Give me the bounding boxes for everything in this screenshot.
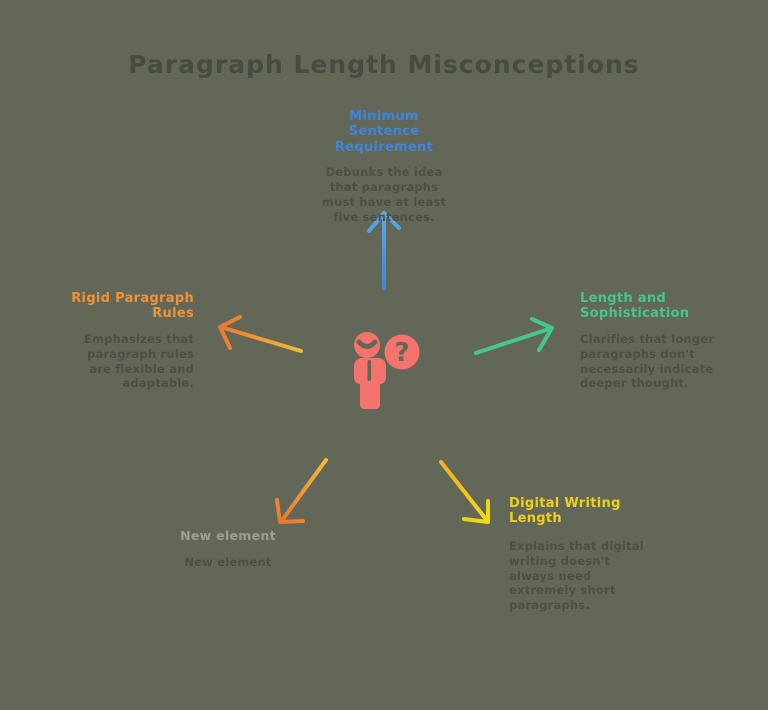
person-face xyxy=(356,339,378,381)
node-minimum-sentence-requirement: Minimum Sentence Requirement Debunks the… xyxy=(304,109,464,225)
node-digital-writing-length: Digital Writing Length Explains that dig… xyxy=(509,496,649,613)
node-label: Rigid Paragraph Rules xyxy=(71,291,194,322)
node-label: Digital Writing Length xyxy=(509,496,621,527)
arrow-lower-left-icon xyxy=(275,458,328,524)
node-description: Clarifies that longer paragraphs don't n… xyxy=(580,331,715,391)
page-title: Paragraph Length Misconceptions xyxy=(128,50,640,79)
person-question-icon: ? xyxy=(354,332,420,409)
node-new-element: New element New element xyxy=(168,528,288,570)
arrow-lower-right-icon xyxy=(439,460,490,524)
arrow-upper-left-icon xyxy=(218,315,303,353)
node-rigid-paragraph-rules: Rigid Paragraph Rules Emphasizes that pa… xyxy=(44,291,194,391)
node-label: Minimum Sentence Requirement xyxy=(334,109,434,155)
node-description: New element xyxy=(184,554,272,569)
arrow-upper-right-icon xyxy=(474,317,554,355)
node-length-and-sophistication: Length and Sophistication Clarifies that… xyxy=(580,291,740,391)
node-description: Debunks the idea that paragraphs must ha… xyxy=(321,164,447,224)
node-label: Length and Sophistication xyxy=(580,291,690,322)
node-label: New element xyxy=(180,528,276,543)
node-description: Emphasizes that paragraph rules are flex… xyxy=(83,331,194,391)
node-description: Explains that digital writing doesn't al… xyxy=(509,538,644,613)
question-mark-glyph: ? xyxy=(394,338,409,368)
